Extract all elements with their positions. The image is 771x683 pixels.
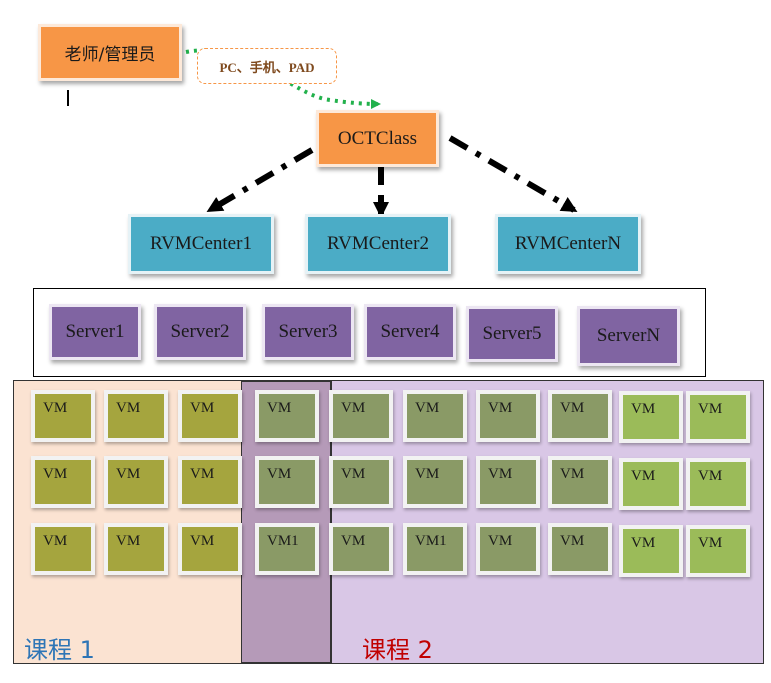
- vm-label: VM1: [415, 533, 447, 549]
- vm-box: VM1: [255, 523, 319, 575]
- vm-label: VM: [341, 400, 366, 416]
- octclass-node: OCTClass: [316, 110, 439, 167]
- server-4-label: Server4: [380, 321, 440, 342]
- vm-label: VM: [698, 535, 723, 551]
- server-3-label: Server3: [278, 321, 338, 342]
- vm-label: VM: [415, 400, 440, 416]
- vm-label: VM: [43, 533, 68, 549]
- vm-label: VM1: [267, 533, 299, 549]
- vm-label: VM: [190, 466, 215, 482]
- rvmcenter-2-label: RVMCenter2: [327, 233, 429, 254]
- vm-box: VM: [548, 456, 612, 508]
- teacher-admin-label: 老师/管理员: [64, 45, 156, 65]
- vm-box: VM: [329, 456, 393, 508]
- vm-label: VM: [116, 533, 141, 549]
- vm-label: VM: [560, 533, 585, 549]
- octclass-label: OCTClass: [337, 127, 418, 149]
- vm-box: VM: [403, 390, 467, 442]
- vm-box: VM: [31, 390, 95, 442]
- devices-label: PC、手机、PAD: [219, 59, 315, 75]
- vm-label: VM: [116, 466, 141, 482]
- vm-label: VM: [698, 401, 723, 417]
- server-n-label: ServerN: [596, 325, 661, 346]
- teacher-admin-node: 老师/管理员: [38, 24, 182, 81]
- vm-box: VM: [255, 390, 319, 442]
- vm-box: VM: [686, 391, 750, 443]
- vm-box: VM: [104, 456, 168, 508]
- vm-box: VM: [476, 390, 540, 442]
- server-1-label: Server1: [65, 321, 125, 342]
- rvmcenter-1-node: RVMCenter1: [128, 214, 274, 274]
- rvmcenter-n-label: RVMCenterN: [514, 233, 622, 254]
- vm-box: VM: [31, 523, 95, 575]
- vm-box: VM: [178, 523, 242, 575]
- server-5-label: Server5: [482, 323, 542, 344]
- vm-label: VM: [631, 535, 656, 551]
- vm-label: VM: [560, 400, 585, 416]
- course-2-label: 课程 2: [362, 636, 433, 664]
- vm-label: VM: [341, 533, 366, 549]
- vm-box: VM: [178, 390, 242, 442]
- octclass-to-rvm1-arrow: [206, 147, 314, 213]
- vm-label: VM: [415, 466, 440, 482]
- server-2-node: Server2: [154, 304, 246, 360]
- vm-label: VM: [43, 466, 68, 482]
- vm-box: VM: [31, 456, 95, 508]
- vm-label: VM: [116, 400, 141, 416]
- vm-box: VM: [686, 458, 750, 510]
- vm-box: VM: [329, 390, 393, 442]
- vm-box: VM: [104, 523, 168, 575]
- vm-box: VM: [619, 458, 683, 510]
- vm-box: VM: [548, 523, 612, 575]
- server-5-node: Server5: [466, 306, 558, 362]
- devices-label-box: PC、手机、PAD: [197, 48, 337, 84]
- octclass-to-rvmn-arrow: [448, 135, 578, 213]
- vm-label: VM: [341, 466, 366, 482]
- vm-box: VM: [104, 390, 168, 442]
- vm-box: VM: [548, 390, 612, 442]
- rvmcenter-1-label: RVMCenter1: [150, 233, 252, 254]
- vm-box: VM: [178, 456, 242, 508]
- server-4-node: Server4: [364, 304, 456, 360]
- vm-box: VM: [476, 456, 540, 508]
- vm-label: VM: [267, 466, 292, 482]
- vm-box: VM: [686, 525, 750, 577]
- vm-label: VM: [43, 400, 68, 416]
- server-1-node: Server1: [49, 304, 141, 360]
- vm-box: VM1: [403, 523, 467, 575]
- vm-box: VM: [476, 523, 540, 575]
- vm-label: VM: [560, 466, 585, 482]
- vm-box: VM: [619, 525, 683, 577]
- vm-label: VM: [631, 401, 656, 417]
- rvmcenter-2-node: RVMCenter2: [305, 214, 451, 274]
- vm-box: VM: [619, 391, 683, 443]
- vm-box: VM: [329, 523, 393, 575]
- server-2-label: Server2: [170, 321, 230, 342]
- vm-label: VM: [631, 468, 656, 484]
- vm-label: VM: [488, 400, 513, 416]
- server-3-node: Server3: [262, 304, 354, 360]
- vm-label: VM: [190, 400, 215, 416]
- server-n-node: ServerN: [577, 306, 680, 366]
- vm-box: VM: [255, 456, 319, 508]
- vm-label: VM: [488, 466, 513, 482]
- vm-label: VM: [267, 400, 292, 416]
- vm-label: VM: [698, 468, 723, 484]
- course-1-label: 课程 1: [24, 636, 95, 664]
- text-cursor: [67, 90, 69, 106]
- rvmcenter-n-node: RVMCenterN: [495, 214, 641, 274]
- vm-box: VM: [403, 456, 467, 508]
- vm-label: VM: [488, 533, 513, 549]
- vm-label: VM: [190, 533, 215, 549]
